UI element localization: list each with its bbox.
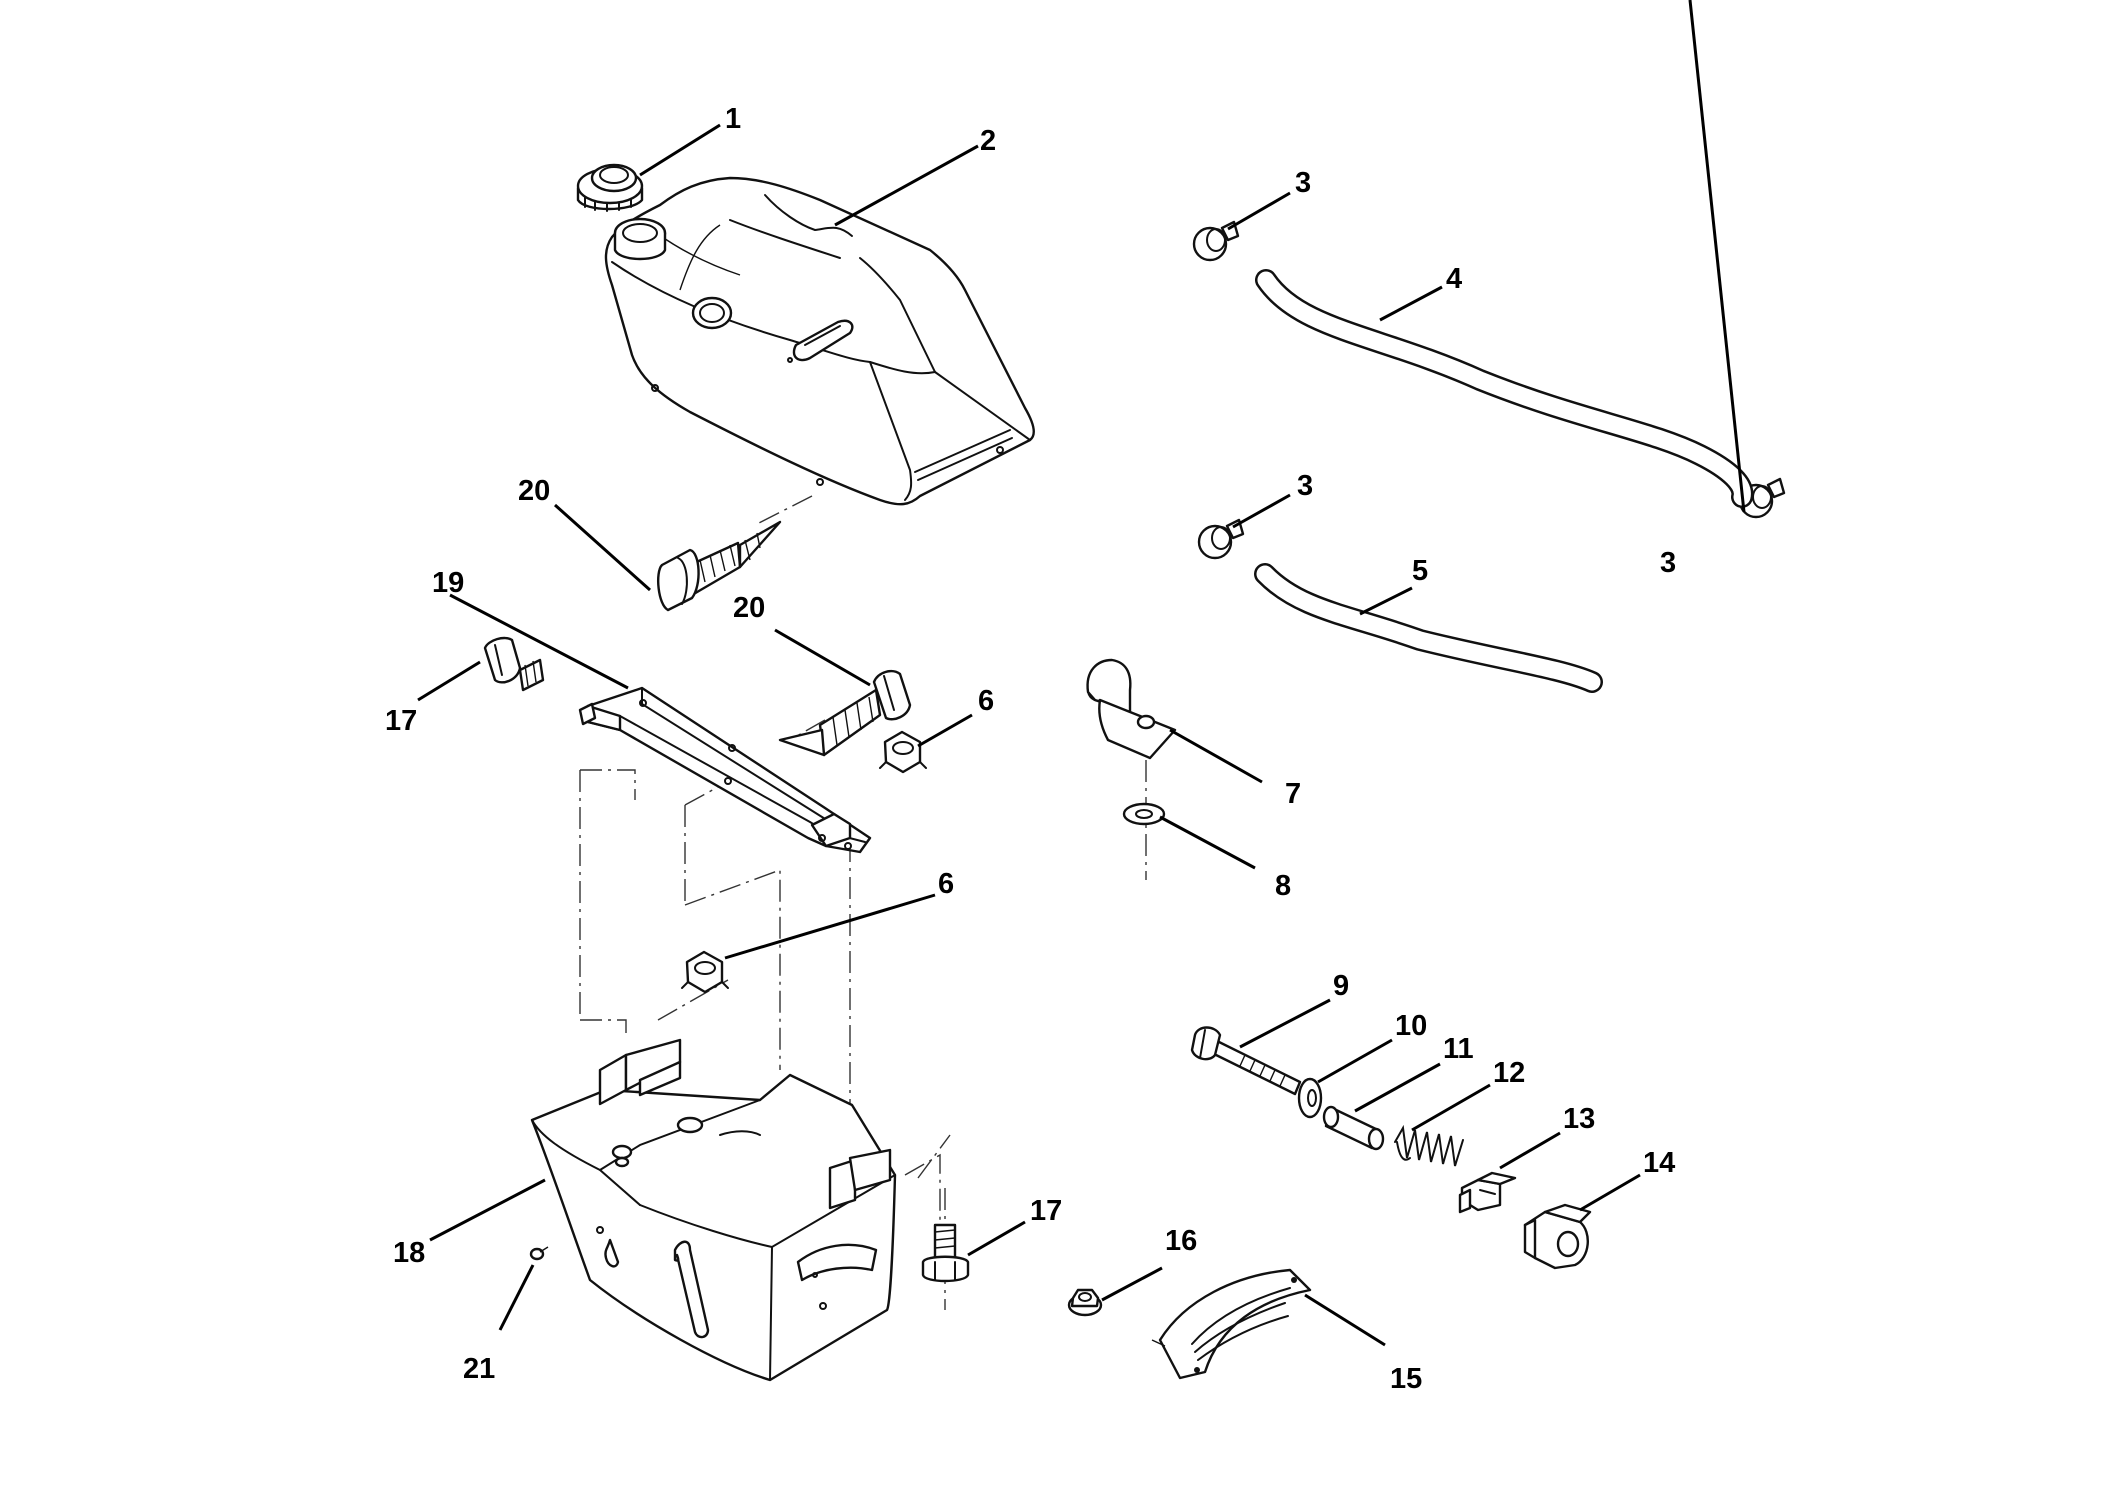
- callout-17a: 17: [385, 705, 417, 737]
- callout-17b: 17: [1030, 1195, 1062, 1227]
- callout-8: 8: [1275, 870, 1291, 902]
- callout-16: 16: [1165, 1225, 1197, 1257]
- callout-14: 14: [1643, 1147, 1675, 1179]
- nut-6-lower: [681, 950, 729, 994]
- shroud-18: [530, 1038, 897, 1382]
- screw-21: [529, 1246, 549, 1261]
- callout-15: 15: [1390, 1363, 1422, 1395]
- fuel-tank: [604, 176, 1035, 506]
- bolt-9: [1190, 1026, 1302, 1096]
- bolt-17-upper: [483, 636, 545, 692]
- callout-1: 1: [725, 103, 741, 135]
- callout-6b: 6: [938, 868, 954, 900]
- bracket-19: [578, 686, 872, 854]
- washer-10: [1297, 1077, 1323, 1119]
- callout-13: 13: [1563, 1103, 1595, 1135]
- screw-20-middle: [778, 670, 912, 757]
- throttle-plate-15: [1151, 1268, 1312, 1380]
- bolt-17-lower: [921, 1223, 970, 1283]
- callout-2: 2: [980, 125, 996, 157]
- callout-3c: 3: [1660, 547, 1676, 579]
- fuel-hose-4: [1255, 269, 1754, 508]
- callout-12: 12: [1493, 1057, 1525, 1089]
- callout-20a: 20: [518, 475, 550, 507]
- callout-18: 18: [393, 1237, 425, 1269]
- flange-nut-16: [1067, 1288, 1103, 1317]
- callout-11: 11: [1443, 1033, 1474, 1065]
- leader-lines: [417, 0, 1746, 1347]
- callout-3b: 3: [1297, 470, 1313, 502]
- callout-21: 21: [463, 1353, 495, 1385]
- callout-9: 9: [1333, 970, 1349, 1002]
- callout-3a: 3: [1295, 167, 1311, 199]
- spacer-11: [1322, 1105, 1385, 1151]
- washer-8: [1122, 802, 1166, 826]
- callout-4: 4: [1446, 263, 1462, 295]
- callout-19: 19: [432, 567, 464, 599]
- callout-20b: 20: [733, 592, 765, 624]
- callout-6a: 6: [978, 685, 994, 717]
- nut-6-upper: [879, 730, 927, 774]
- callout-5: 5: [1412, 555, 1428, 587]
- fuel-hose-5: [1254, 563, 1603, 693]
- callout-7: 7: [1285, 778, 1301, 810]
- callout-numbers: 1 2 3 4 3 3 5 20 19 20 17 6 6 7 8 9 10 1…: [385, 103, 1676, 1395]
- cam-14: [1523, 1203, 1592, 1270]
- spring-12: [1394, 1124, 1464, 1167]
- screw-20-upper: [656, 520, 782, 612]
- clip-13: [1458, 1171, 1517, 1214]
- callout-10: 10: [1395, 1010, 1427, 1042]
- hose-clip-7: [1086, 658, 1177, 760]
- fuel-cap: [576, 163, 644, 212]
